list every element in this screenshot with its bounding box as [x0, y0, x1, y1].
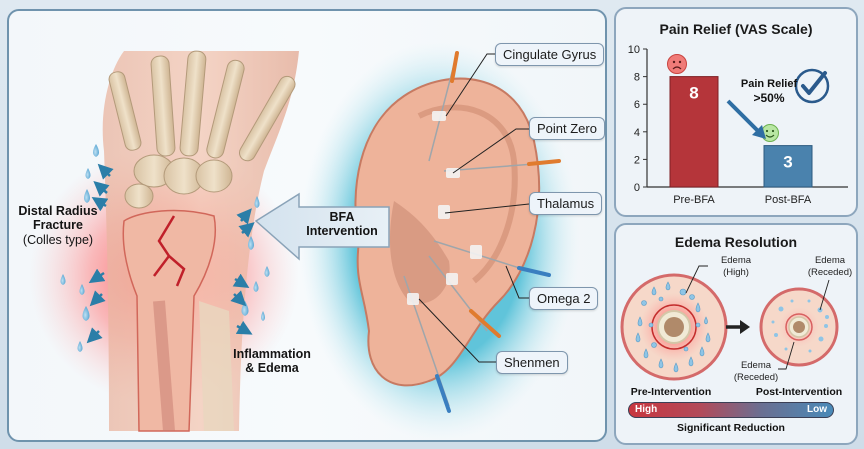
anatomy-panel: Distal Radius Fracture (Colles type) Inf…	[7, 9, 607, 442]
callout-thalamus: Thalamus	[529, 192, 603, 215]
callout-leader-lines	[418, 53, 530, 363]
callout-cingulate-gyrus: Cingulate Gyrus	[495, 43, 605, 66]
pain-relief-title: Pain Relief (VAS Scale)	[659, 21, 813, 37]
edema-arrows	[86, 163, 255, 344]
y-tick-label: 6	[634, 99, 640, 111]
ulna-bone	[199, 301, 234, 431]
scale-high-label: High	[635, 404, 658, 415]
fracture-label: Distal Radius Fracture (Colles type)	[9, 204, 107, 247]
pre-intervention-cross-section	[620, 273, 728, 381]
callout-point-zero: Point Zero	[529, 117, 605, 140]
y-tick-label: 8	[634, 72, 640, 84]
checkmark-icon	[794, 68, 830, 104]
hand-bones	[108, 50, 296, 209]
scale-low-label: Low	[807, 404, 827, 415]
bar-value-label: 8	[689, 84, 698, 103]
bar-value-label: 3	[783, 153, 792, 172]
post-edema-callout-bottom-line1: Edema	[741, 360, 772, 371]
intervention-line1: BFA	[329, 210, 355, 224]
acupuncture-needles	[403, 51, 561, 413]
pre-intervention-label: Pre-Intervention	[631, 386, 712, 398]
x-category-label: Pre-BFA	[673, 194, 715, 206]
callout-omega-2: Omega 2	[529, 287, 599, 310]
y-tick-label: 2	[634, 154, 640, 166]
post-intervention-label: Post-Intervention	[756, 386, 842, 398]
tendon	[153, 300, 175, 432]
edema-droplets	[60, 144, 270, 352]
edema-resolution-panel: Edema Resolution	[614, 223, 858, 445]
y-tick-label: 0	[634, 182, 640, 194]
y-tick-label: 10	[628, 44, 640, 56]
fracture-label-line1: Distal Radius	[18, 204, 98, 218]
scale-caption: Significant Reduction	[677, 422, 785, 434]
pre-edema-callout-line2: (High)	[723, 267, 749, 278]
post-edema-callout-bottom-line2: (Receded)	[734, 372, 778, 383]
intervention-arrow-shape	[254, 192, 390, 261]
inflammation-label-line1: Inflammation	[233, 347, 311, 361]
smiley-face-icon	[761, 124, 779, 142]
intervention-line2: Intervention	[306, 224, 378, 239]
edema-illustration: Edema (High) Edema (Receded) Edema (Rece…	[620, 255, 852, 398]
pre-edema-callout-line1: Edema	[721, 255, 752, 266]
y-tick-label: 4	[634, 127, 640, 139]
radius-bone	[122, 209, 217, 432]
bar-post-bfa	[763, 145, 813, 188]
fracture-label-line3: (Colles type)	[22, 232, 94, 247]
sad-face-icon	[667, 54, 687, 74]
fracture-label-line2: Fracture	[32, 218, 84, 233]
bar-pre-bfa	[669, 76, 719, 188]
edema-leader-lines	[685, 265, 830, 370]
post-intervention-cross-section	[759, 287, 839, 367]
edema-scale-bar: High Low	[628, 402, 834, 418]
ear-helix	[417, 104, 518, 284]
inflammation-label: Inflammation & Edema	[227, 347, 317, 376]
relief-annotation-line1: Pain Relief	[741, 78, 798, 90]
inflammation-label-line2: & Edema	[245, 361, 299, 376]
relief-arrow	[726, 99, 766, 139]
anatomy-illustration	[29, 41, 579, 440]
relief-annotation-line2: >50%	[753, 91, 784, 105]
x-category-label: Post-BFA	[765, 194, 812, 206]
transition-arrow-icon	[726, 320, 750, 334]
post-edema-callout-top-line1: Edema	[815, 255, 846, 266]
callout-shenmen: Shenmen	[496, 351, 568, 374]
intervention-arrow-label: BFA Intervention	[297, 210, 387, 239]
edema-title: Edema Resolution	[674, 234, 798, 250]
post-edema-callout-top-line2: (Receded)	[808, 267, 852, 278]
fracture-line	[153, 215, 186, 287]
